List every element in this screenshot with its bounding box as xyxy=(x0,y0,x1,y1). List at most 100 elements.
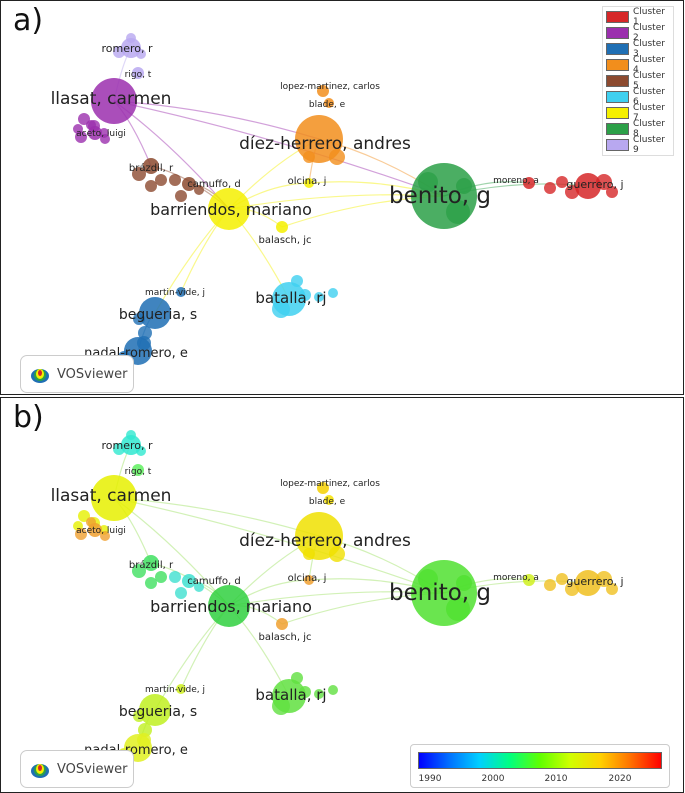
node-label: barriendos, mariano xyxy=(150,597,312,616)
network-node-minor[interactable] xyxy=(169,571,181,583)
network-node-minor[interactable] xyxy=(314,292,324,302)
legend-item-cluster-3[interactable]: Cluster 3 xyxy=(606,39,670,59)
network-node[interactable] xyxy=(411,560,477,626)
network-node[interactable] xyxy=(317,85,329,97)
legend-item-cluster-7[interactable]: Cluster 7 xyxy=(606,103,670,123)
network-node[interactable] xyxy=(132,67,144,79)
network-node-minor[interactable] xyxy=(194,185,204,195)
node-label: guerrero, j xyxy=(566,178,623,191)
network-node-minor[interactable] xyxy=(169,174,181,186)
legend-item-cluster-1[interactable]: Cluster 1 xyxy=(606,7,670,27)
network-node[interactable] xyxy=(132,464,144,476)
network-node-minor[interactable] xyxy=(75,528,87,540)
network-node[interactable] xyxy=(324,98,334,108)
network-node-minor[interactable] xyxy=(145,577,157,589)
node-label: batalla, rj xyxy=(255,289,326,307)
network-node[interactable] xyxy=(139,297,171,329)
legend-item-cluster-2[interactable]: Cluster 2 xyxy=(606,23,670,43)
network-node-minor[interactable] xyxy=(556,573,568,585)
colorbar-tick: 2010 xyxy=(544,774,568,784)
network-node[interactable] xyxy=(88,126,102,140)
network-node-minor[interactable] xyxy=(155,174,167,186)
network-node-minor[interactable] xyxy=(145,180,157,192)
node-label: camuffo, d xyxy=(187,576,240,587)
network-node[interactable] xyxy=(208,188,250,230)
legend-swatch xyxy=(606,59,629,71)
network-node[interactable] xyxy=(304,178,314,188)
node-label: díez-herrero, andres xyxy=(239,531,411,551)
network-node[interactable] xyxy=(121,435,141,455)
network-node[interactable] xyxy=(523,177,535,189)
network-node-minor[interactable] xyxy=(556,176,568,188)
network-node[interactable] xyxy=(143,158,159,174)
network-node[interactable] xyxy=(176,287,186,297)
network-node[interactable] xyxy=(272,679,306,713)
network-node[interactable] xyxy=(272,282,306,316)
network-node-minor[interactable] xyxy=(544,182,556,194)
network-node-minor[interactable] xyxy=(314,689,324,699)
legend-item-cluster-5[interactable]: Cluster 5 xyxy=(606,71,670,91)
network-node[interactable] xyxy=(304,575,314,585)
node-label: begueria, s xyxy=(119,307,197,323)
node-label: brázdil, r xyxy=(129,162,174,174)
colorbar-gradient xyxy=(418,752,662,769)
node-label: benito, g xyxy=(389,183,491,209)
network-node[interactable] xyxy=(143,555,159,571)
network-link xyxy=(113,497,445,594)
network-node-minor[interactable] xyxy=(100,531,110,541)
network-node-minor[interactable] xyxy=(328,288,338,298)
network-node[interactable] xyxy=(91,475,137,521)
node-label: romero, r xyxy=(101,42,152,55)
colorbar-tick: 1990 xyxy=(418,774,442,784)
network-node[interactable] xyxy=(523,574,535,586)
network-node-minor[interactable] xyxy=(132,564,146,578)
network-node-minor[interactable] xyxy=(606,186,618,198)
node-label: lopez-martinez, carlos xyxy=(280,82,380,92)
network-node-minor[interactable] xyxy=(544,579,556,591)
vosviewer-logo: VOSviewer xyxy=(20,355,134,393)
network-node[interactable] xyxy=(208,585,250,627)
network-node-minor[interactable] xyxy=(328,685,338,695)
legend-item-cluster-8[interactable]: Cluster 8 xyxy=(606,119,670,139)
legend-swatch xyxy=(606,139,629,151)
network-node-minor[interactable] xyxy=(100,134,110,144)
network-node[interactable] xyxy=(276,221,288,233)
legend-label: Cluster 7 xyxy=(633,103,665,123)
network-node-minor[interactable] xyxy=(194,582,204,592)
network-node[interactable] xyxy=(317,482,329,494)
network-node[interactable] xyxy=(324,495,334,505)
network-node-minor[interactable] xyxy=(175,190,187,202)
legend-label: Cluster 5 xyxy=(633,71,665,91)
node-label: blade, e xyxy=(309,100,346,110)
network-node-minor[interactable] xyxy=(155,571,167,583)
legend-item-cluster-4[interactable]: Cluster 4 xyxy=(606,55,670,75)
network-node-minor[interactable] xyxy=(606,583,618,595)
network-node[interactable] xyxy=(411,163,477,229)
network-node[interactable] xyxy=(276,618,288,630)
network-node[interactable] xyxy=(295,115,343,163)
network-node[interactable] xyxy=(575,173,601,199)
network-node[interactable] xyxy=(91,78,137,124)
network-node[interactable] xyxy=(176,684,186,694)
network-node-minor[interactable] xyxy=(132,167,146,181)
legend-label: Cluster 8 xyxy=(633,119,665,139)
network-node[interactable] xyxy=(88,523,102,537)
legend-item-cluster-9[interactable]: Cluster 9 xyxy=(606,135,670,155)
legend-item-cluster-6[interactable]: Cluster 6 xyxy=(606,87,670,107)
network-node[interactable] xyxy=(295,512,343,560)
network-link xyxy=(113,100,320,140)
network-node[interactable] xyxy=(121,38,141,58)
network-node[interactable] xyxy=(139,694,171,726)
node-label: moreno, a xyxy=(493,176,539,186)
network-node[interactable] xyxy=(182,574,196,588)
node-label: olcina, j xyxy=(288,176,327,187)
network-node[interactable] xyxy=(575,570,601,596)
network-node-minor[interactable] xyxy=(75,131,87,143)
network-node-minor[interactable] xyxy=(175,587,187,599)
network-node[interactable] xyxy=(182,177,196,191)
node-label: barriendos, mariano xyxy=(150,200,312,219)
